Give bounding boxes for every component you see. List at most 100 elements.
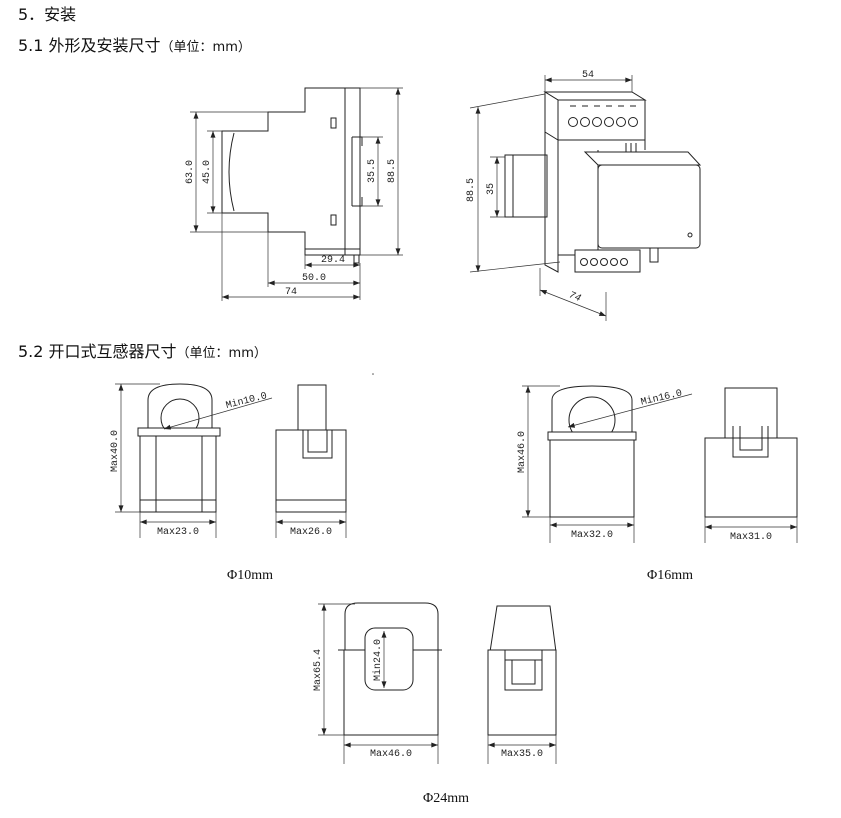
dim-50-label: 50.0 <box>302 273 326 284</box>
section-5-2-title-text: 5.2 开口式互感器尺寸 <box>18 342 177 361</box>
dim-35-5-label: 35.5 <box>367 159 378 183</box>
dim-54-label: 54 <box>582 70 594 81</box>
ct-16-height-label: Max46.0 <box>517 431 528 473</box>
terminal-screw <box>568 117 578 127</box>
dim-45: 45.0 <box>202 130 222 214</box>
ct-10-hole-label: Min10.0 <box>225 390 269 412</box>
din-rail-clip-curve <box>228 132 235 212</box>
body-left-side <box>544 132 559 273</box>
top-terminal-screws <box>568 105 638 127</box>
dim-54: 54 <box>544 70 633 92</box>
dim-74-perspective-label: 74 <box>567 290 582 305</box>
ct-16-dim-height: Max46.0 <box>517 385 560 518</box>
ct-16-caption: Φ16mm <box>647 568 693 583</box>
ct-16-side-width-label: Max31.0 <box>730 532 772 543</box>
ct-24-height-label: Max65.4 <box>313 649 324 691</box>
ct-16-dim-front-width: Max32.0 <box>549 517 635 543</box>
ct-24-front-width-label: Max46.0 <box>370 749 412 760</box>
front-cover <box>597 164 701 249</box>
ct-16-flange <box>547 431 637 441</box>
dim-50: 50.0 <box>267 232 361 287</box>
stray-mark <box>372 373 374 375</box>
ct-24-front-view: Min24.0 Max65.4 Max46.0 <box>313 602 442 764</box>
ct-10-side-body <box>275 429 347 513</box>
ct-10-dim-height: Max40.0 <box>110 383 160 513</box>
dim-88-5: 88.5 <box>360 87 403 256</box>
section-5-1-unit: （单位：mm） <box>160 40 251 55</box>
ct-10-body <box>139 435 217 513</box>
ct-16-arch <box>551 385 633 438</box>
ct-24-side-slot <box>504 650 543 691</box>
ct-16-side-body <box>704 437 798 518</box>
dim-35: 35 <box>486 156 505 218</box>
dim-45-label: 45.0 <box>202 160 213 184</box>
ct-24-dim-height: Max65.4 <box>313 603 355 736</box>
dim-88-5-perspective-label: 88.5 <box>466 178 477 202</box>
bottom-tab <box>649 247 659 263</box>
section-5-title: 5．安装 <box>18 5 76 25</box>
terminal-screw <box>580 258 588 266</box>
ct-16-dim-hole: Min16.0 <box>567 387 693 428</box>
terminal-screw <box>604 117 614 127</box>
ct-10-side-width-label: Max26.0 <box>290 527 332 538</box>
dim-88-5-label: 88.5 <box>387 159 398 183</box>
ct-16-hole-label: Min16.0 <box>640 387 684 408</box>
ct-10-side-slot <box>276 430 346 501</box>
terminal-screw <box>590 258 598 266</box>
terminal-block-top-face <box>543 91 647 101</box>
ct-24-dim-hole: Min24.0 <box>372 631 387 688</box>
ct-24-dim-side-width: Max35.0 <box>487 735 557 764</box>
ct-10-front-view: Max40.0 Min10.0 Max23.0 <box>110 383 273 538</box>
ct-10-dim-front-width: Max23.0 <box>139 512 217 538</box>
rail-clip <box>504 154 548 218</box>
ct-10-flange <box>137 427 221 437</box>
bottom-terminal-screws <box>580 258 628 266</box>
ct-16-body <box>549 439 635 518</box>
ct-24-caption: Φ24mm <box>423 791 469 806</box>
meter-perspective-view: 54 88.5 35 74 <box>466 70 702 321</box>
ct-24-side-view: Max35.0 <box>487 605 557 764</box>
ct-10-side-view: Max26.0 <box>275 384 347 538</box>
dim-74: 74 <box>221 213 361 301</box>
meter-side-outline <box>221 87 361 256</box>
terminal-screw <box>580 117 590 127</box>
front-cover-top-face <box>583 151 702 166</box>
bottom-tab <box>353 254 360 264</box>
terminal-block-side-face <box>544 91 559 141</box>
dim-63: 63.0 <box>185 111 268 233</box>
ct-16-side-slot <box>732 426 769 458</box>
terminal-screw <box>600 258 608 266</box>
section-5-title-text: 5．安装 <box>18 5 77 24</box>
ct-10-caption: Φ10mm <box>227 568 273 583</box>
section-5-2-unit: （单位：mm） <box>176 346 267 361</box>
ct-24-window <box>364 627 414 691</box>
dim-74-perspective: 74 <box>539 268 607 321</box>
dim-74-label: 74 <box>285 287 297 298</box>
ct-10-front-width-label: Max23.0 <box>157 527 199 538</box>
terminal-screw <box>628 117 638 127</box>
ct-16-dim-side-width: Max31.0 <box>704 517 798 543</box>
dim-88-5-perspective: 88.5 <box>466 93 561 273</box>
section-5-2-title: 5.2 开口式互感器尺寸（单位：mm） <box>18 342 267 364</box>
terminal-screw <box>616 117 626 127</box>
dim-35-label: 35 <box>486 183 497 195</box>
dim-35-5: 35.5 <box>362 136 383 207</box>
ct-24-side-width-label: Max35.0 <box>501 749 543 760</box>
ct-10-dim-hole: Min10.0 <box>163 390 273 430</box>
terminal-screw <box>592 117 602 127</box>
ct-16-front-view: Max46.0 Min16.0 Max32.0 <box>517 385 693 543</box>
meter-side-view: 63.0 45.0 35.5 88.5 29.4 <box>185 87 403 301</box>
section-5-1-title-text: 5.1 外形及安装尺寸 <box>18 36 161 55</box>
ct-10-side-tab <box>297 384 327 432</box>
vent-lines <box>625 143 637 152</box>
dim-29-4-label: 29.4 <box>321 255 345 266</box>
ct-16-front-width-label: Max32.0 <box>571 530 613 541</box>
clip-slot-bottom <box>330 214 337 226</box>
ct-10-arch <box>147 383 213 432</box>
terminal-screw <box>620 258 628 266</box>
section-5-1-title: 5.1 外形及安装尺寸（单位：mm） <box>18 36 251 58</box>
ct-10-height-label: Max40.0 <box>110 430 121 472</box>
ct-16-side-view: Max31.0 <box>704 387 798 543</box>
ct-24-side-body <box>487 649 557 736</box>
